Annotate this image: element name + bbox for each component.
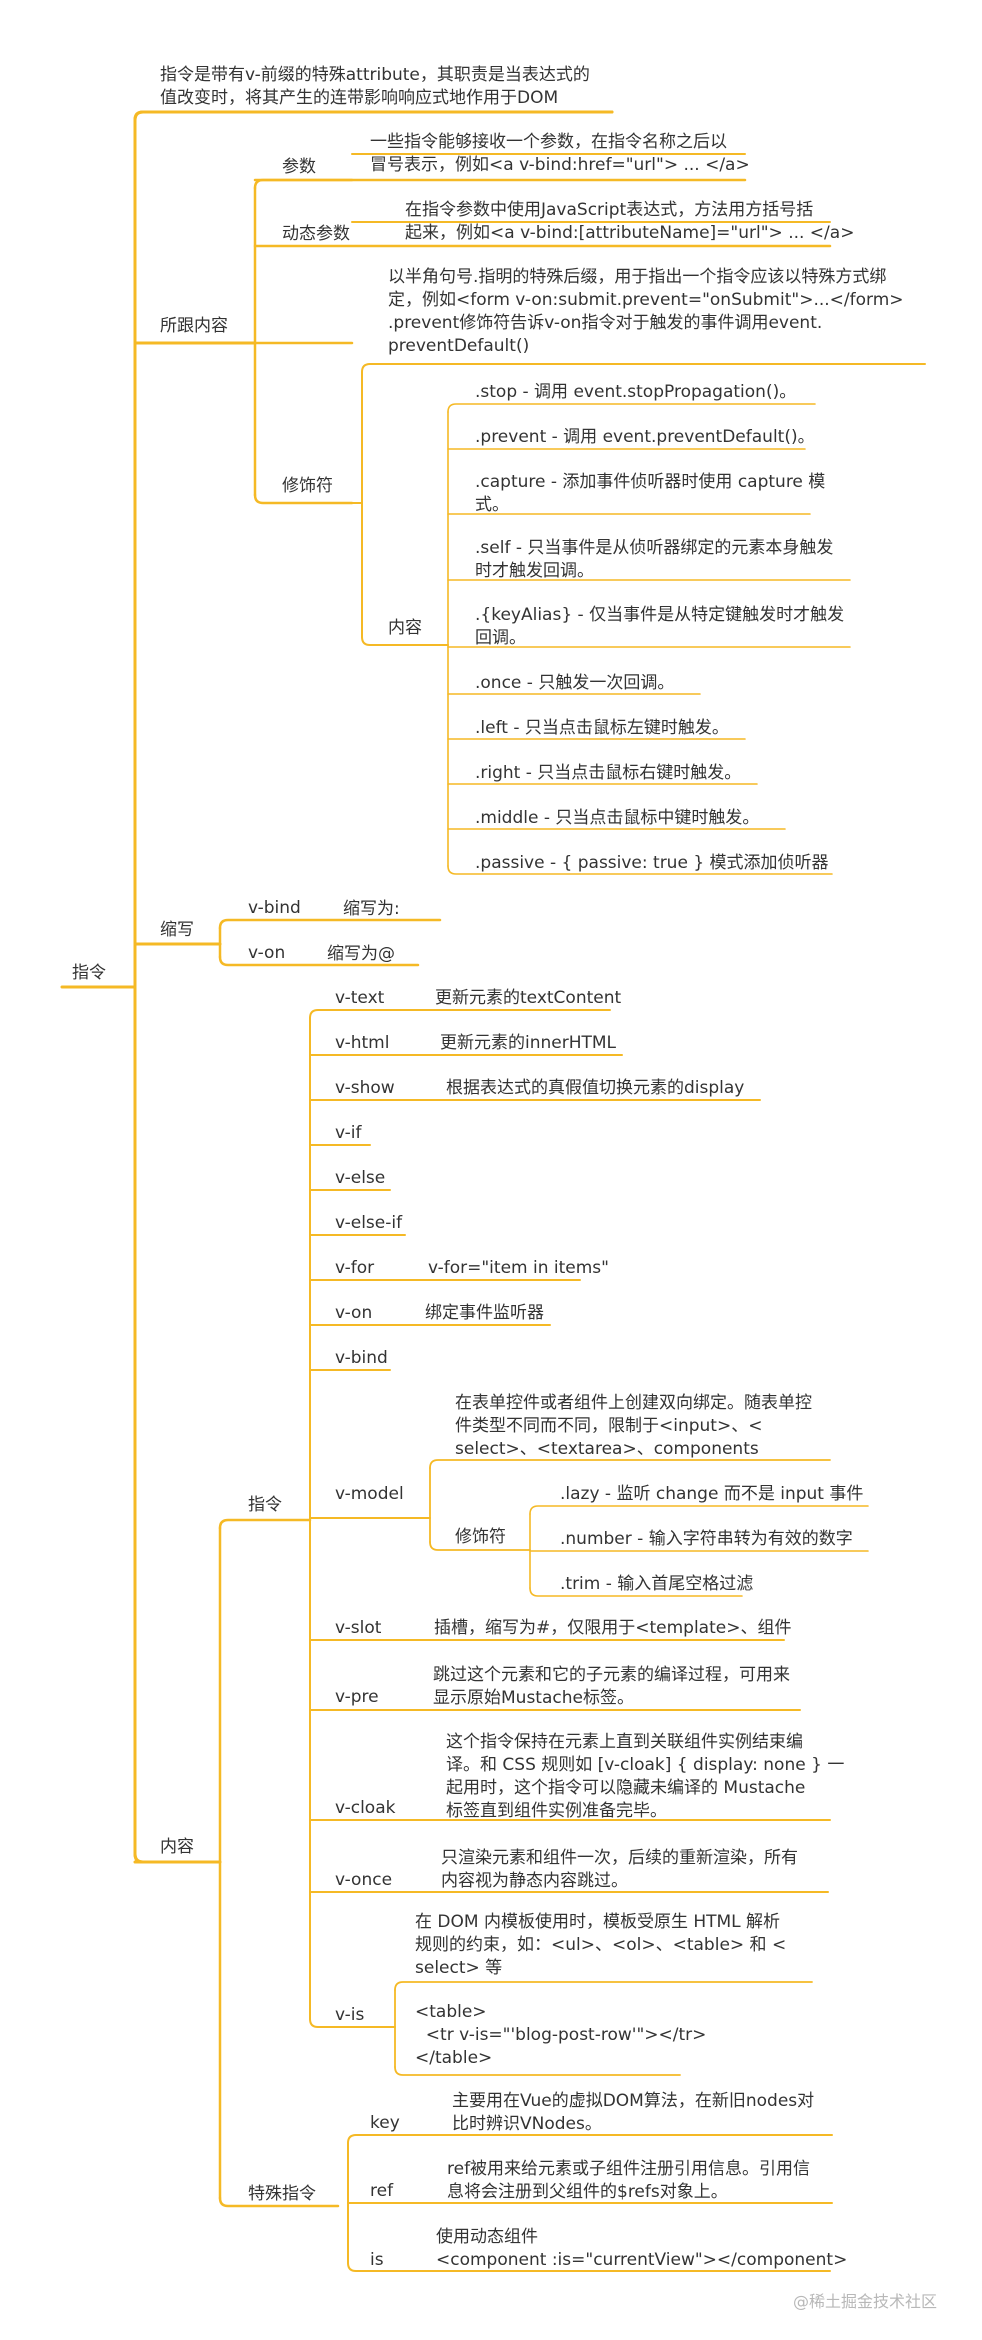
branch-line [394, 2066, 681, 2076]
directive-name: v-cloak [335, 1798, 396, 1818]
directive-desc: 在表单控件或者组件上创建双向绑定。随表单控 件类型不同而不同，限制于<input… [455, 1393, 812, 1459]
special-name: key [370, 2113, 400, 2133]
directives-label: 指令 [248, 1495, 282, 1515]
modifier-item: .right - 只当点击鼠标右键时触发。 [475, 763, 742, 783]
shorthand-desc: 缩写为@ [327, 944, 395, 964]
directive-name: v-model [335, 1484, 404, 1504]
vmodel-modifiers-label: 修饰符 [455, 1527, 506, 1547]
directive-name: v-pre [335, 1687, 379, 1707]
shorthand-name: v-on [248, 943, 286, 963]
modifier-item: .prevent - 调用 event.preventDefault()。 [475, 427, 815, 447]
directive-name: v-for [335, 1258, 375, 1278]
modifiers-content-label: 内容 [388, 618, 422, 638]
directive-desc: 绑定事件监听器 [425, 1303, 544, 1323]
special-desc: ref被用来给元素或子组件注册引用信息。引用信 息将会注册到父组件的$refs对… [447, 2159, 811, 2202]
directive-desc: 跳过这个元素和它的子元素的编译过程，可用来 显示原始Mustache标签。 [433, 1665, 790, 1708]
branch-line [218, 2196, 340, 2208]
branch-line [529, 1587, 743, 1597]
directive-desc: v-for="item in items" [428, 1258, 609, 1278]
branch-line [253, 493, 354, 505]
dynamic-params-label: 动态参数 [282, 224, 350, 244]
directive-desc: 根据表达式的真假值切换元素的display [446, 1078, 745, 1098]
modifier-item: .once - 只触发一次回调。 [475, 673, 675, 693]
modifiers-label: 修饰符 [282, 476, 333, 496]
special-desc: 主要用在Vue的虚拟DOM算法，在新旧nodes对 比时辨识VNodes。 [452, 2091, 815, 2134]
branch-line [529, 1505, 869, 1515]
special-name: is [370, 2250, 384, 2270]
modifier-item: .stop - 调用 event.stopPropagation()。 [475, 382, 797, 402]
root-node: 指令 [72, 963, 106, 983]
directive-desc: 更新元素的innerHTML [440, 1033, 617, 1053]
directive-desc: 更新元素的textContent [435, 988, 622, 1008]
args-section-label: 所跟内容 [160, 316, 228, 336]
intro-text: 指令是带有v-前缀的特殊attribute，其职责是当表达式的 值改变时，将其产… [160, 65, 590, 108]
branch-line [361, 363, 926, 373]
modifiers-desc: 以半角句号.指明的特殊后缀，用于指出一个指令应该以特殊方式绑 定，例如<form… [388, 267, 904, 356]
branch-line [429, 1541, 531, 1551]
branch-line [394, 1981, 813, 1991]
directive-name: v-html [335, 1033, 390, 1053]
directive-name: v-show [335, 1078, 395, 1098]
branch-line [347, 2262, 831, 2272]
shorthand-name: v-bind [248, 898, 301, 918]
branch-line [361, 636, 441, 646]
vis-code: <table> <tr v-is="'blog-post-row'"></tr>… [415, 2002, 707, 2068]
content-label: 内容 [160, 1837, 194, 1857]
modifier-item: .{keyAlias} - 仅当事件是从特定键触发时才触发 回调。 [475, 605, 845, 648]
branch-line [429, 1459, 831, 1469]
modifier-item: .middle - 只当点击鼠标中键时触发。 [475, 808, 760, 828]
directive-desc: 插槽，缩写为#，仅限用于<template>、组件 [434, 1618, 792, 1638]
directive-name: v-else-if [335, 1213, 403, 1233]
vmodel-modifier-item: .lazy - 监听 change 而不是 input 事件 [560, 1484, 864, 1504]
special-desc: 使用动态组件 <component :is="currentView"></co… [436, 2227, 848, 2270]
branch-line [218, 918, 442, 930]
directive-name: v-if [335, 1123, 362, 1143]
params-label: 参数 [282, 157, 316, 177]
special-label: 特殊指令 [248, 2184, 316, 2204]
vmodel-modifier-item: .number - 输入字符串转为有效的数字 [560, 1529, 853, 1549]
dynamic-params-desc: 在指令参数中使用JavaScript表达式，方法用方括号括 起来，例如<a v-… [405, 200, 855, 243]
directive-name: v-on [335, 1303, 373, 1323]
branch-line [218, 1518, 312, 1530]
branch-line [447, 403, 816, 413]
branch-line [347, 2134, 833, 2144]
vmodel-modifier-item: .trim - 输入首尾空格过滤 [560, 1574, 754, 1594]
modifier-item: .capture - 添加事件侦听器时使用 capture 模 式。 [475, 472, 826, 515]
branch-line [218, 955, 420, 967]
directive-name: v-else [335, 1168, 386, 1188]
directive-name: v-slot [335, 1618, 382, 1638]
branch-line [309, 2018, 396, 2028]
branch-line [447, 865, 833, 875]
directive-desc: 这个指令保持在元素上直到关联组件实例结束编 译。和 CSS 规则如 [v-clo… [446, 1732, 845, 1821]
directive-name: v-is [335, 2005, 365, 2025]
directive-name: v-once [335, 1870, 393, 1890]
modifier-item: .passive - { passive: true } 模式添加侦听器 [475, 853, 829, 873]
modifier-item: .left - 只当点击鼠标左键时触发。 [475, 718, 729, 738]
shorthand-desc: 缩写为: [343, 899, 400, 919]
special-name: ref [370, 2181, 394, 2201]
modifier-item: .self - 只当事件是从侦听器绑定的元素本身触发 时才触发回调。 [475, 538, 834, 581]
directive-desc: 在 DOM 内模板使用时，模板受原生 HTML 解析 规则的约束，如：<ul>、… [415, 1912, 787, 1978]
directive-name: v-text [335, 988, 385, 1008]
watermark: @稀土掘金技术社区 [793, 2292, 938, 2311]
directive-desc: 只渲染元素和组件一次，后续的重新渲染，所有 内容视为静态内容跳过。 [441, 1848, 798, 1891]
branch-line [133, 110, 614, 122]
params-desc: 一些指令能够接收一个参数，在指令名称之后以 冒号表示，例如<a v-bind:h… [370, 132, 750, 175]
branch-line [309, 1009, 611, 1019]
shorthand-label: 缩写 [160, 920, 194, 940]
directive-name: v-bind [335, 1348, 388, 1368]
